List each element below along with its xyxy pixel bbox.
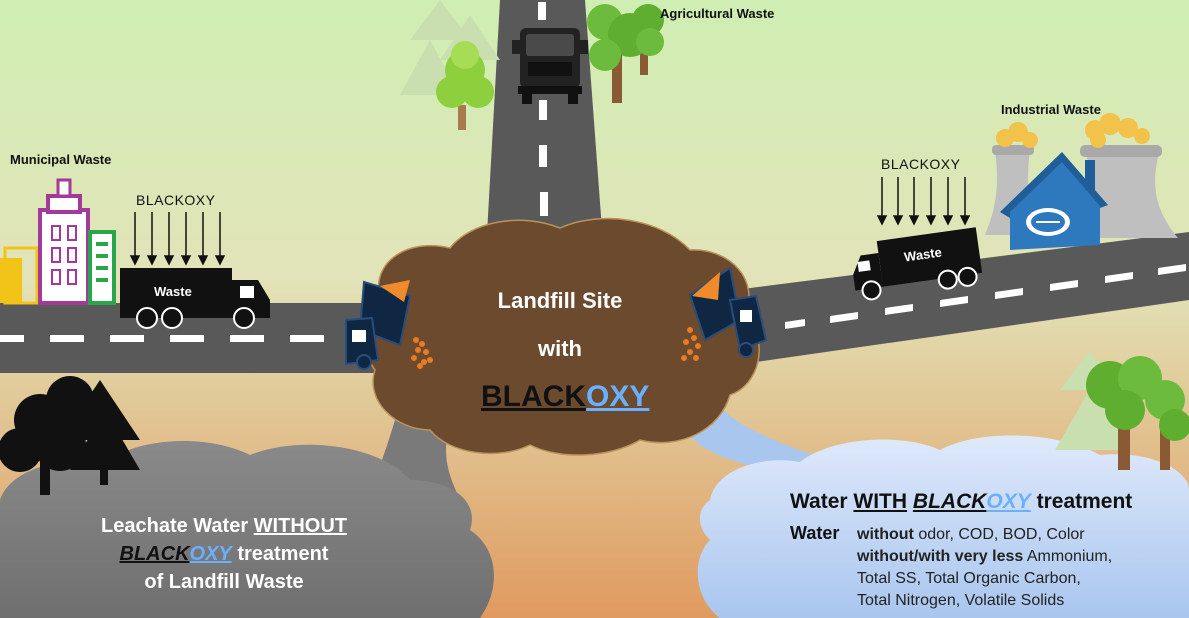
leachate-text: Leachate Water WITHOUT BLACKOXY treatmen…	[54, 512, 394, 596]
brand-blue: OXY	[586, 380, 650, 413]
trees-top-left	[400, 0, 500, 130]
industrial-waste-label: Industrial Waste	[1001, 102, 1101, 117]
water-stream	[680, 405, 860, 470]
trees-bottom-right	[1055, 350, 1189, 470]
water-row-1: without odor, COD, BOD, Color	[857, 526, 1085, 543]
water-row-3: Total SS, Total Organic Carbon,	[857, 570, 1081, 587]
water-row-2: without/with very less Ammonium,	[857, 548, 1113, 565]
agricultural-waste-label: Agricultural Waste	[660, 6, 775, 21]
landfill-title: Landfill Site	[497, 288, 623, 313]
top-truck	[512, 28, 588, 104]
trees-top-right	[587, 4, 664, 103]
leachate-cloud	[0, 441, 494, 618]
leachate-line-1: Leachate Water WITHOUT	[101, 515, 347, 537]
water-details: without odor, COD, BOD, Color without/wi…	[857, 524, 1112, 612]
dump-truck-right	[681, 266, 768, 361]
blackoxy-left-label: BLACKOXY	[136, 192, 216, 208]
water-cloud	[697, 435, 1189, 618]
landfill-site	[363, 217, 760, 456]
dump-truck-left	[345, 280, 433, 370]
right-road	[735, 232, 1189, 365]
right-arrows	[876, 177, 971, 226]
trees-bottom-left	[0, 376, 140, 495]
left-waste-truck	[120, 268, 270, 329]
right-waste-truck	[853, 227, 983, 301]
municipal-waste-label: Municipal Waste	[10, 152, 112, 167]
water-word: Water	[790, 523, 840, 543]
water-title: Water WITH BLACKOXY treatment	[790, 490, 1133, 513]
leachate-line-2: BLACKOXY treatment	[119, 543, 329, 565]
municipal-buildings	[0, 178, 116, 305]
left-truck-label: Waste	[154, 284, 192, 299]
water-row-4: Total Nitrogen, Volatile Solids	[857, 592, 1065, 609]
left-arrows	[129, 212, 226, 266]
leachate-line-3: of Landfill Waste	[144, 571, 304, 593]
landfill-with: with	[538, 336, 582, 361]
brand-black: BLACK	[481, 380, 586, 413]
industrial-plant	[985, 113, 1178, 250]
blackoxy-right-label: BLACKOXY	[881, 156, 961, 172]
landfill-brand: BLACKOXY	[481, 380, 649, 414]
